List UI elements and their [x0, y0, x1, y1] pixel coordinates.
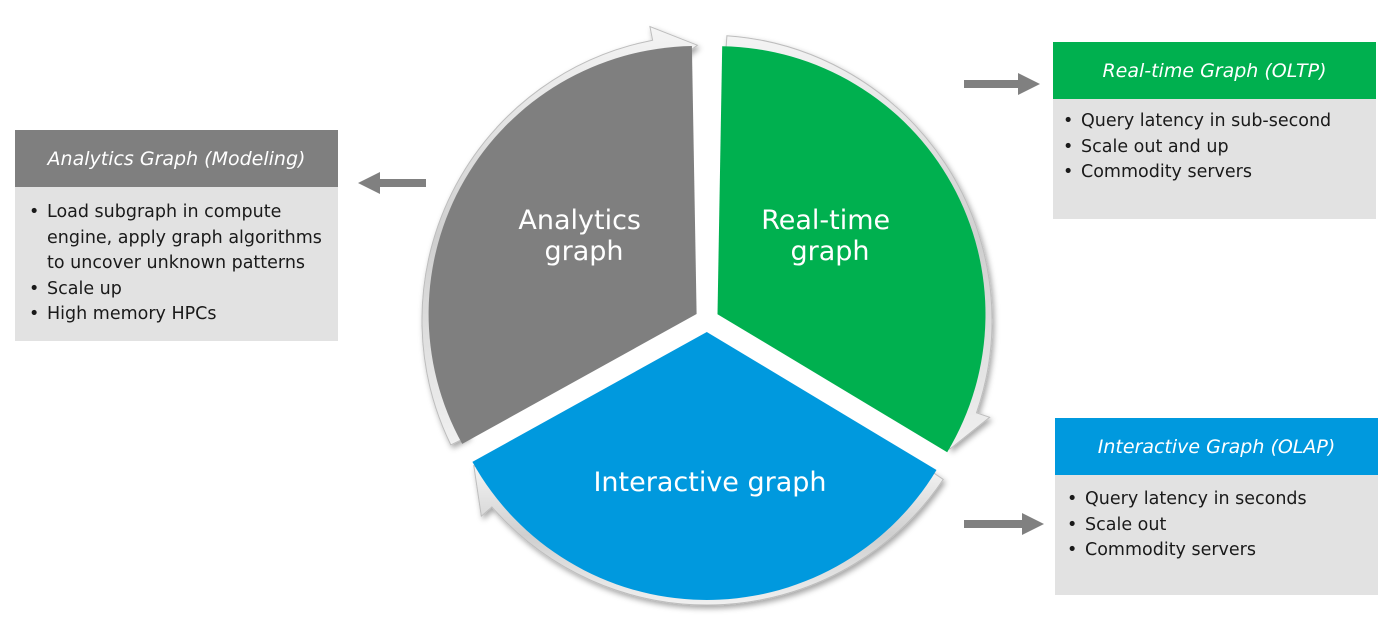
wedge-label-realtime: Real-time graph [761, 205, 899, 267]
panel-realtime-body: Query latency in sub-second Scale out an… [1053, 99, 1376, 219]
panel-interactive: Interactive Graph (OLAP) Query latency i… [1055, 418, 1378, 595]
list-item: Query latency in sub-second [1063, 109, 1376, 135]
wedge-interactive [472, 332, 937, 600]
list-item: Scale out [1067, 513, 1378, 539]
panel-interactive-title: Interactive Graph (OLAP) [1055, 418, 1378, 475]
panel-analytics-title: Analytics Graph (Modeling) [15, 130, 338, 187]
wedge-analytics [428, 46, 697, 444]
wedge-realtime [717, 46, 986, 453]
arrow-to-interactive-panel [964, 513, 1044, 535]
panel-realtime: Real-time Graph (OLTP) Query latency in … [1053, 42, 1376, 219]
arrow-to-analytics-panel [358, 172, 426, 194]
list-item: Commodity servers [1063, 160, 1376, 186]
panel-analytics: Analytics Graph (Modeling) Load subgraph… [15, 130, 338, 341]
arrow-to-realtime-panel [964, 73, 1040, 95]
panel-interactive-body: Query latency in seconds Scale out Commo… [1055, 475, 1378, 595]
list-item: Scale out and up [1063, 135, 1376, 161]
panel-analytics-list: Load subgraph in compute engine, apply g… [15, 200, 338, 328]
panel-realtime-title: Real-time Graph (OLTP) [1053, 42, 1376, 99]
list-item: Scale up [29, 277, 338, 303]
panel-interactive-list: Query latency in seconds Scale out Commo… [1055, 487, 1378, 564]
list-item: High memory HPCs [29, 302, 338, 328]
wedge-label-interactive: Interactive graph [593, 467, 826, 498]
panel-realtime-list: Query latency in sub-second Scale out an… [1053, 109, 1376, 186]
panel-analytics-body: Load subgraph in compute engine, apply g… [15, 187, 338, 341]
list-item: Commodity servers [1067, 538, 1378, 564]
list-item: Load subgraph in compute engine, apply g… [29, 200, 338, 277]
wedge-label-analytics: Analytics graph [518, 205, 649, 267]
list-item: Query latency in seconds [1067, 487, 1378, 513]
wedge-group [428, 46, 986, 600]
